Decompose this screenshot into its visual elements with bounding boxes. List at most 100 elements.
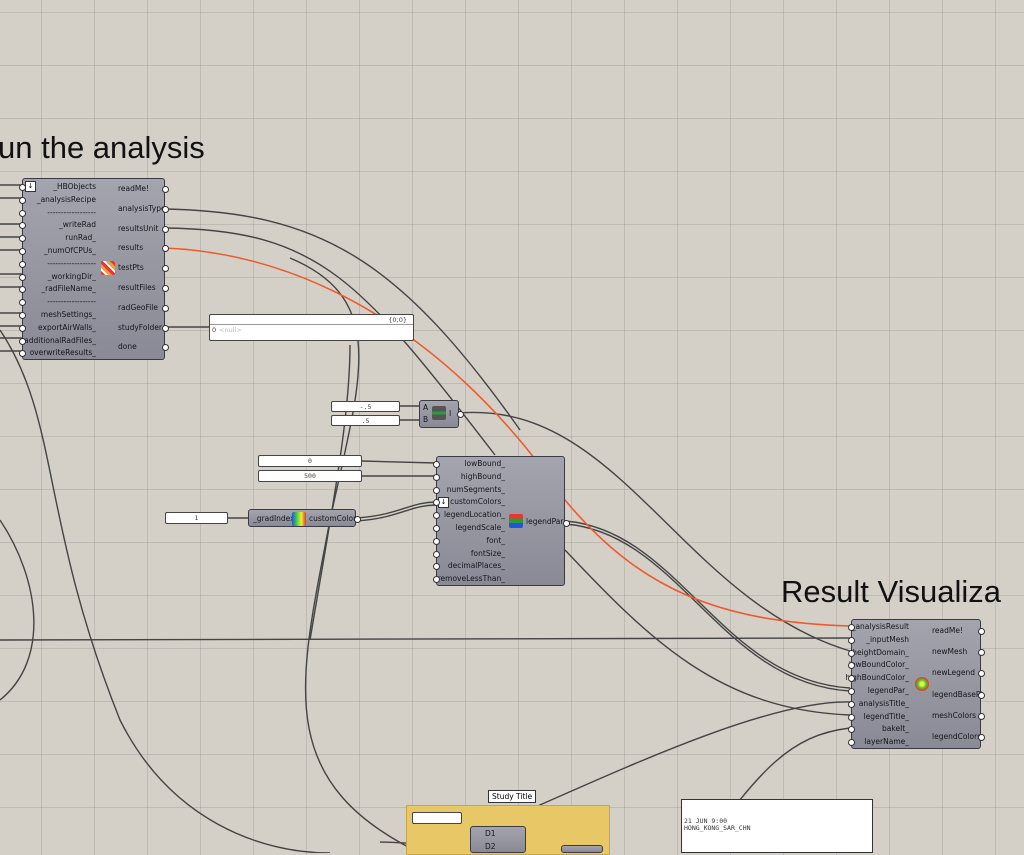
run-output-7: studyFolder [118,322,162,332]
gradient-input: _gradIndex [253,514,295,523]
run-input-port-4[interactable] [19,235,26,243]
run-input-port-10[interactable] [19,312,26,319]
legend-input-port-0[interactable] [433,461,440,468]
run-output-port-5[interactable] [162,285,169,292]
run-output-port-4[interactable] [162,265,169,273]
result-output-port-4[interactable] [978,712,985,720]
legend-input-port-9[interactable] [433,576,440,584]
run-input-6: ------------------ [47,258,96,268]
run-output-port-7[interactable] [162,324,169,332]
result-input-port-4[interactable] [848,675,855,683]
high-bound-value: 500 [304,472,316,480]
legend-input-7: fontSize_ [470,548,505,558]
high-bound-panel[interactable]: 500 [258,470,362,482]
result-input-port-2[interactable] [848,649,855,657]
expand-icon[interactable]: ↓ [25,181,36,192]
legend-input-port-2[interactable] [433,486,440,494]
legend-input-port-7[interactable] [433,550,440,558]
study-title-input-panel[interactable] [412,812,462,824]
bounds-component[interactable]: A B I [419,400,464,428]
gradient-component-output-port[interactable] [354,516,361,523]
result-input-port-3[interactable] [848,662,855,670]
result-output-port-1[interactable] [978,649,985,657]
result-input-port-6[interactable] [848,700,855,708]
run-input-port-13[interactable] [19,350,26,358]
run-input-port-1[interactable] [19,196,26,204]
result-output-port-0[interactable] [978,628,985,635]
low-bound-panel[interactable]: 0 [258,455,362,467]
text-panel-line: 21 JUN 9:00 [684,817,728,825]
run-input-port-0[interactable] [19,184,26,191]
run-input-13: overwriteResults_ [29,348,96,358]
bounds-component-output-port[interactable] [457,411,464,418]
run-output-port-8[interactable] [162,344,169,352]
run-output-port-0[interactable] [162,186,169,193]
run-analysis-component[interactable]: ↓ _HBObjects_analysisRecipe-------------… [19,178,169,360]
run-input-port-8[interactable] [19,286,26,294]
low-bound-value: 0 [308,457,312,465]
result-output-3: legendBasePt [932,689,984,699]
legend-input-1: highBound_ [460,471,505,481]
legend-input-2: numSegments_ [446,484,505,494]
legend-input-port-5[interactable] [433,525,440,532]
result-input-port-0[interactable] [848,624,855,631]
result-output-port-3[interactable] [978,691,985,699]
legend-input-port-6[interactable] [433,537,440,545]
result-input-port-1[interactable] [848,636,855,644]
legend-input-port-3[interactable] [433,499,440,507]
legend-input-5: legendScale_ [455,523,505,532]
result-visualization-title: Result Visualiza [781,574,1001,609]
run-input-port-5[interactable] [19,248,26,255]
gradient-output: customColors [309,514,361,523]
run-output-port-6[interactable] [162,304,169,312]
value-a: -.5 [359,403,372,411]
result-input-port-8[interactable] [848,726,855,734]
run-input-port-11[interactable] [19,324,26,332]
run-output-port-1[interactable] [162,205,169,213]
run-input-port-3[interactable] [19,222,26,230]
result-input-5: legendPar_ [867,686,909,695]
run-input-5: _numOfCPUs_ [43,246,96,255]
run-input-port-12[interactable] [19,337,26,345]
legend-input-port-1[interactable] [433,473,440,481]
run-output-2: resultsUnit [118,223,159,233]
result-output-0: readMe! [932,626,963,635]
run-output-3: results [118,243,144,253]
run-input-11: exportAirWalls_ [38,322,96,332]
merge-component[interactable]: D1 D2 [470,826,526,853]
merge-output-component[interactable] [561,845,603,853]
result-input-port-9[interactable] [848,739,855,747]
result-input-port-5[interactable] [848,688,855,695]
result-input-1: _inputMesh [866,634,909,644]
legend-input-port-8[interactable] [433,563,440,571]
result-input-port-7[interactable] [848,713,855,721]
panel-row-index: 0 [212,326,217,334]
study-title-tooltip: Study Title [488,790,537,803]
legend-parameters-component[interactable]: ↓ lowBound_highBound_numSegments_customC… [433,456,570,586]
run-input-12: additionalRadFiles_ [24,335,96,345]
legend-input-3: customColors_ [450,497,505,507]
run-output-port-2[interactable] [162,225,169,233]
legend-parameters-component-output-port[interactable] [563,520,570,527]
result-output-port-5[interactable] [978,734,985,741]
legend-input-4: legendLocation_ [443,510,505,520]
run-input-port-7[interactable] [19,273,26,281]
run-input-port-2[interactable] [19,209,26,217]
value-a-panel[interactable]: -.5 [331,401,400,412]
run-input-port-9[interactable] [19,299,26,307]
grad-index-panel[interactable]: 1 [165,512,228,524]
result-output-port-2[interactable] [978,670,985,678]
legend-input-8: decimalPlaces_ [447,561,505,571]
bounds-input-b: B [423,415,429,424]
legend-input-port-4[interactable] [433,512,440,520]
result-output-1: newMesh [932,647,968,657]
gradient-component[interactable]: _gradIndex customColors [248,509,361,527]
value-b-panel[interactable]: .5 [331,415,400,426]
run-output-port-3[interactable] [162,245,169,253]
bounds-output: I [449,409,452,418]
run-input-port-6[interactable] [19,260,26,268]
color-gradient-icon [292,512,306,526]
studyfolder-panel[interactable]: {0;0} 0 <null> [209,314,414,341]
